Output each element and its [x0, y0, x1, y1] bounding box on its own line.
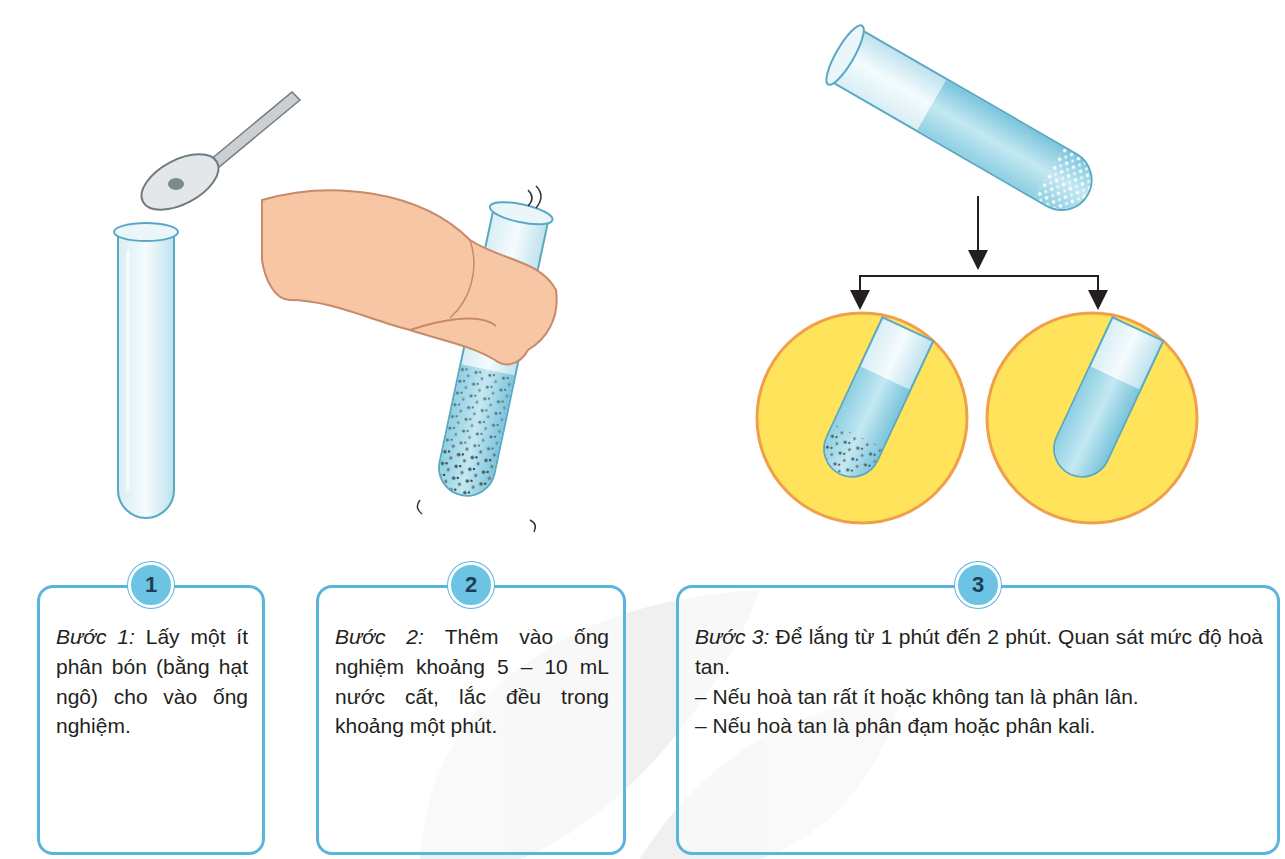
step-number-circle: 1: [128, 562, 174, 608]
step-number: 2: [465, 569, 477, 600]
step-box: Bước 3: Để lắng từ 1 phút đến 2 phút. Qu…: [676, 585, 1280, 855]
shake-marks: [417, 186, 541, 532]
step-number: 3: [972, 569, 984, 600]
magnifier-soluble: [987, 313, 1197, 523]
step-heading: Bước 1:: [56, 625, 135, 648]
hand: [262, 190, 557, 364]
step-box: Bước 1: Lấy một ít phân bón (bằng hạt ng…: [37, 585, 265, 855]
test-tube-settled: [820, 21, 1104, 224]
step-number-circle: 2: [448, 562, 494, 608]
test-tube-empty: [114, 223, 178, 518]
step-result: – Nếu hoà tan rất ít hoặc không tan là p…: [695, 682, 1263, 712]
step-heading: Bước 2:: [335, 625, 424, 648]
split-arrows: [860, 196, 1098, 308]
step-instruction: Để lắng từ 1 phút đến 2 phút. Quan sát m…: [695, 625, 1263, 678]
step-number: 1: [145, 569, 157, 600]
magnifier-insoluble: [757, 313, 967, 523]
step-number-circle: 3: [955, 562, 1001, 608]
step-result: – Nếu hoà tan là phân đạm hoặc phân kali…: [695, 711, 1263, 741]
step-box: Bước 2: Thêm vào ống nghiệm khoảng 5 – 1…: [316, 585, 626, 855]
step-heading: Bước 3:: [695, 625, 769, 648]
